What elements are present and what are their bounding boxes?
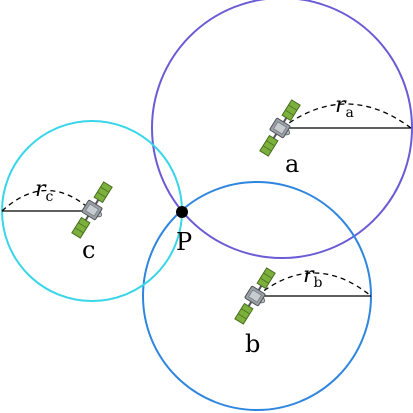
radius-label-c: rc bbox=[35, 177, 54, 205]
satellite-icon bbox=[231, 265, 282, 329]
radius-arc-c bbox=[1, 190, 93, 212]
intersection-label: P bbox=[176, 228, 192, 256]
radius-arc-b bbox=[256, 272, 372, 297]
node-label-b: b bbox=[245, 330, 260, 358]
radius-label-b: rb bbox=[303, 263, 323, 291]
circle-a bbox=[151, 0, 413, 259]
node-label-a: a bbox=[285, 150, 299, 178]
node-label-c: c bbox=[82, 236, 95, 264]
intersection-point bbox=[176, 206, 188, 218]
radius-label-a: ra bbox=[335, 93, 354, 121]
